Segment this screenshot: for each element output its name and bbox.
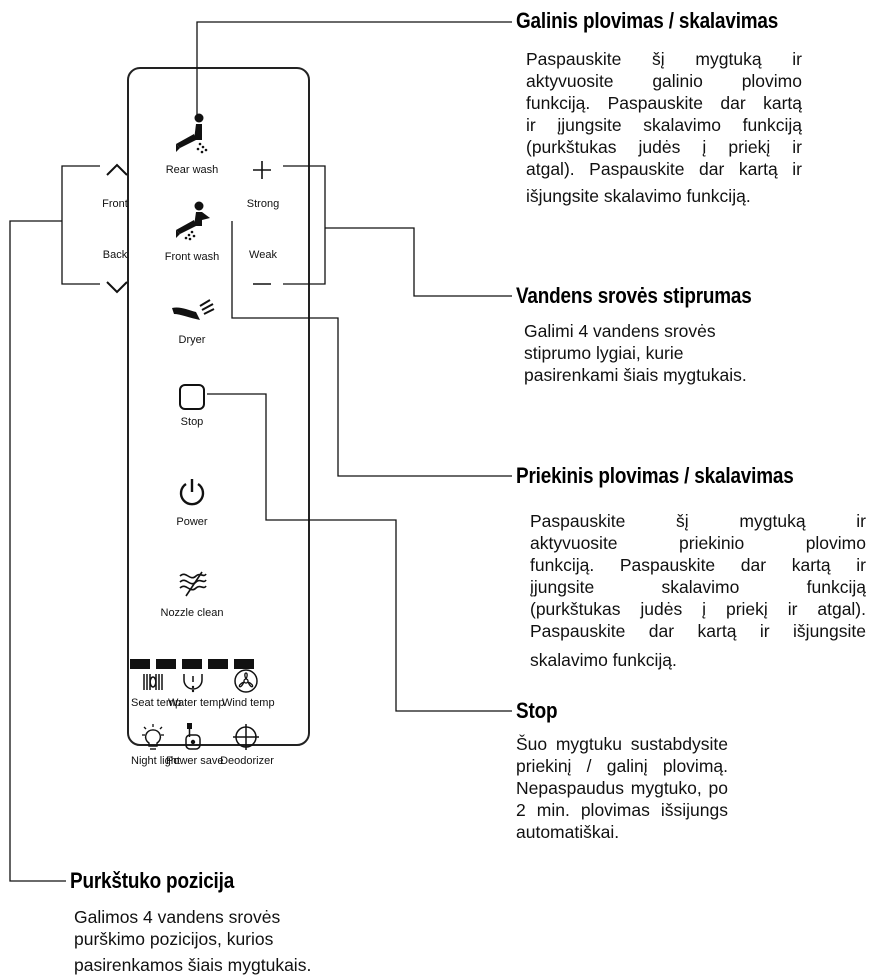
level-segment <box>182 659 202 669</box>
power-save-icon[interactable] <box>182 721 204 753</box>
rear-wash-callout-text: Paspauskite šį mygtuką ir aktyvuosite ga… <box>526 49 802 206</box>
level-segment <box>234 659 254 669</box>
weak-label: Weak <box>249 249 277 261</box>
water-temp-icon[interactable] <box>180 670 206 694</box>
stop-callout-title: Stop <box>516 698 558 723</box>
dryer-label: Dryer <box>178 334 206 346</box>
water-temp-label: Water temp <box>168 697 225 709</box>
nozzle-callout-text: Galimos 4 vandens srovės purškimo pozici… <box>74 907 312 975</box>
deodorizer-label: Deodorizer <box>220 755 274 767</box>
nozzle-callout-title: Purkštuko pozicija <box>70 868 235 893</box>
strong-label: Strong <box>246 198 280 210</box>
stop-icon[interactable] <box>177 382 207 412</box>
rear-wash-icon[interactable] <box>172 112 212 158</box>
rear-wash-label: Rear wash <box>165 164 219 176</box>
chevron-down-icon[interactable] <box>104 279 130 295</box>
strength-callout-title: Vandens srovės stiprumas <box>516 283 752 308</box>
deodorizer-icon[interactable] <box>232 723 260 753</box>
back-label: Back <box>102 249 128 261</box>
night-light-icon[interactable] <box>139 723 167 753</box>
power-save-label: Power save <box>166 755 224 767</box>
front-label: Front <box>102 198 128 210</box>
front-wash-label: Front wash <box>164 251 220 263</box>
remote-panel-outline <box>127 67 310 746</box>
seat-temp-icon[interactable] <box>136 670 170 694</box>
power-icon[interactable] <box>177 476 207 508</box>
level-segment <box>156 659 176 669</box>
stop-callout-text: Šuo mygtuku sustabdysite priekinį / gali… <box>516 734 728 842</box>
level-segment <box>208 659 228 669</box>
wind-temp-icon[interactable] <box>232 667 260 695</box>
wind-temp-label: Wind temp <box>222 697 275 709</box>
front-wash-icon[interactable] <box>172 200 212 242</box>
front-wash-callout-title: Priekinis plovimas / skalavimas <box>516 463 794 488</box>
strength-callout-text: Galimi 4 vandens srovės stiprumo lygiai,… <box>524 321 747 385</box>
stop-label: Stop <box>180 416 204 428</box>
plus-icon[interactable] <box>250 158 274 182</box>
seat-temp-label: Seat temp <box>131 697 182 709</box>
rear-wash-callout-title: Galinis plovimas / skalavimas <box>516 8 779 33</box>
night-light-label: Night light <box>131 755 180 767</box>
level-segment <box>130 659 150 669</box>
front-wash-callout-text: Paspauskite šį mygtuką ir aktyvuosite pr… <box>530 511 866 670</box>
chevron-up-icon[interactable] <box>104 162 130 178</box>
nozzle-clean-icon[interactable] <box>176 568 210 600</box>
nozzle-clean-label: Nozzle clean <box>160 607 224 619</box>
minus-icon[interactable] <box>250 276 274 292</box>
dryer-icon[interactable] <box>170 298 216 324</box>
power-label: Power <box>176 516 208 528</box>
